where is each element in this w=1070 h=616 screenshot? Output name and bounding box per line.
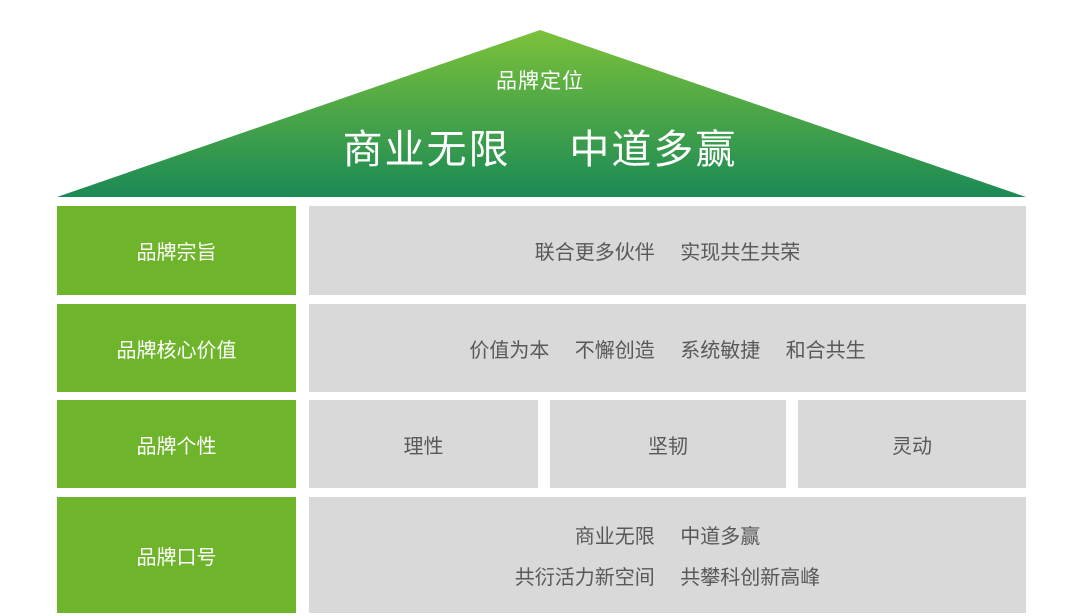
row-value: 价值为本 不懈创造 系统敏捷 和合共生 (309, 304, 1026, 392)
row-brand-core-values: 品牌核心价值 价值为本 不懈创造 系统敏捷 和合共生 (0, 304, 1070, 392)
slogan-line: 共衍活力新空间 共攀科创新高峰 (514, 565, 821, 589)
personality-cell: 灵动 (798, 400, 1026, 488)
roof-subtitle: 品牌定位 (496, 69, 584, 93)
row-value: 联合更多伙伴 实现共生共荣 (309, 206, 1026, 295)
row-brand-purpose: 品牌宗旨 联合更多伙伴 实现共生共荣 (0, 206, 1070, 295)
row-label: 品牌口号 (57, 497, 296, 613)
roof-title: 商业无限 中道多赢 (342, 127, 738, 173)
row-label: 品牌宗旨 (57, 206, 296, 295)
slogan-line: 商业无限 中道多赢 (574, 524, 761, 548)
row-label: 品牌核心价值 (57, 304, 296, 392)
personality-cell: 坚韧 (550, 400, 786, 488)
row-brand-personality: 品牌个性 理性 坚韧 灵动 (0, 400, 1070, 488)
row-label: 品牌个性 (57, 400, 296, 488)
brand-house-roof (57, 30, 1026, 197)
personality-cell: 理性 (309, 400, 538, 488)
row-brand-slogan: 品牌口号 商业无限 中道多赢 共衍活力新空间 共攀科创新高峰 (0, 497, 1070, 613)
slogan-cell: 商业无限 中道多赢 共衍活力新空间 共攀科创新高峰 (309, 497, 1026, 613)
